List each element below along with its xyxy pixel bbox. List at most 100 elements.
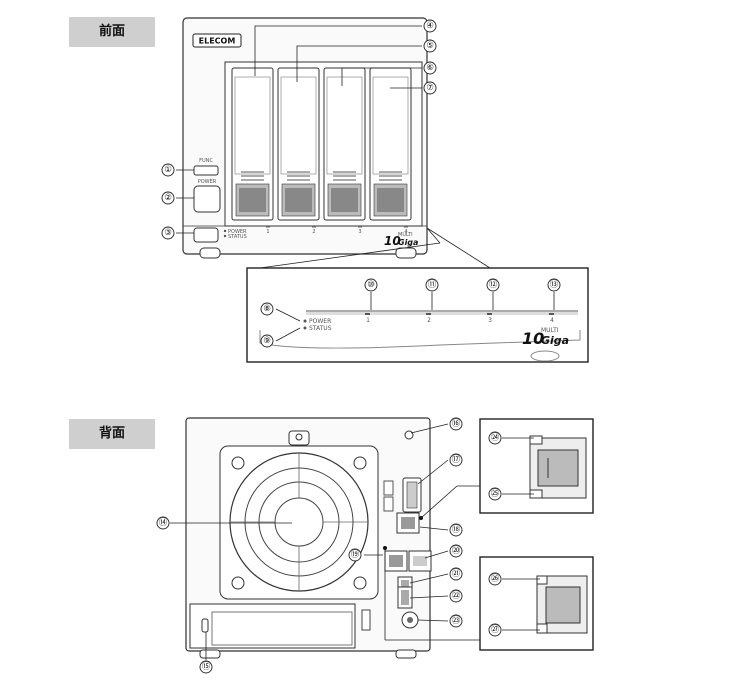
drive-tray-3[interactable] — [323, 67, 366, 221]
svg-text:㉖: ㉖ — [491, 574, 500, 584]
callout-5: ⑤ — [423, 39, 437, 53]
callout-11: ⑪ — [425, 278, 439, 292]
10giga-logo-zoom: 10 Giga MULTI — [522, 327, 569, 348]
callout-15: ⑮ — [199, 660, 213, 674]
svg-text:④: ④ — [426, 21, 434, 31]
svg-text:⑰: ⑰ — [452, 455, 461, 465]
svg-text:⑮: ⑮ — [202, 662, 211, 672]
callout-1: ① — [161, 163, 175, 177]
power-label: POWER — [198, 179, 217, 185]
bay-number-2: 2 — [312, 229, 315, 235]
svg-text:10: 10 — [522, 329, 544, 348]
bay-led-2 — [312, 226, 316, 228]
svg-text:㉑: ㉑ — [452, 569, 461, 579]
zoom-bay-number-4: 4 — [550, 317, 554, 324]
svg-text:⑳: ⑳ — [452, 546, 461, 556]
zoom-bay-number-2: 2 — [427, 317, 431, 324]
callout-3: ③ — [161, 226, 175, 240]
callout-2: ② — [161, 191, 175, 205]
zoom-status-led — [303, 326, 307, 330]
svg-text:Giga: Giga — [541, 334, 569, 347]
callout-27: ㉗ — [488, 623, 502, 637]
lan-port-10g[interactable] — [396, 512, 420, 534]
psu-latch — [361, 609, 371, 631]
svg-text:⑫: ⑫ — [489, 280, 498, 290]
func-button[interactable] — [193, 165, 219, 176]
svg-text:10: 10 — [384, 234, 401, 248]
zoom-leader-a — [426, 227, 441, 244]
callout-23: ㉓ — [449, 614, 463, 628]
zoom-power-led — [303, 319, 307, 323]
svg-text:⑤: ⑤ — [426, 41, 434, 51]
zoom-bay-led-1 — [365, 313, 370, 315]
callout-22: ㉒ — [449, 589, 463, 603]
psu-panel — [189, 603, 356, 649]
callout-13: ⑬ — [547, 278, 561, 292]
callout-4: ④ — [423, 19, 437, 33]
bay-number-4: 4 — [404, 229, 407, 235]
zoom-bay-number-1: 1 — [366, 317, 370, 324]
callout-12: ⑫ — [486, 278, 500, 292]
status-led — [223, 234, 227, 238]
led-power-label: POWER — [228, 229, 247, 235]
bay-number-1: 1 — [266, 229, 269, 235]
svg-text:①: ① — [164, 165, 172, 175]
usb-port-rear-a[interactable] — [408, 550, 432, 572]
callout-10: ⑩ — [364, 278, 378, 292]
svg-text:⑭: ⑭ — [159, 518, 168, 528]
svg-text:㉕: ㉕ — [491, 489, 500, 499]
svg-text:⑥: ⑥ — [426, 63, 434, 73]
callout-18: ⑱ — [449, 523, 463, 537]
zoom-leader-c — [259, 242, 441, 269]
drive-tray-1[interactable] — [231, 67, 274, 221]
zoom-led-status-label: STATUS — [309, 325, 332, 332]
svg-text:⑲: ⑲ — [351, 550, 360, 560]
reset-button[interactable] — [404, 430, 414, 440]
bay-number-3: 3 — [358, 229, 361, 235]
callout-17: ⑰ — [449, 453, 463, 467]
callout-19: ⑲ — [348, 548, 362, 562]
svg-text:㉓: ㉓ — [452, 616, 461, 626]
callout-6: ⑥ — [423, 61, 437, 75]
callout-26: ㉖ — [488, 572, 502, 586]
security-lock-slot[interactable] — [201, 618, 209, 633]
power-button[interactable] — [193, 185, 221, 213]
callout-16: ⑯ — [449, 417, 463, 431]
svg-text:⑪: ⑪ — [428, 280, 437, 290]
drive-tray-2[interactable] — [277, 67, 320, 221]
zoom-panel — [246, 267, 589, 363]
usb-port-rear-c[interactable] — [397, 586, 413, 609]
dc-power-jack[interactable] — [401, 611, 419, 629]
hdmi-port[interactable] — [402, 477, 422, 513]
brand-text: ELECOM — [199, 37, 236, 46]
zoom-bay-led-2 — [426, 313, 431, 315]
callout-14: ⑭ — [156, 516, 170, 530]
callout-20: ⑳ — [449, 544, 463, 558]
led-status-label: STATUS — [228, 234, 247, 240]
section-label-front: 前面 — [69, 17, 155, 47]
10giga-logo-front: 10 Giga MULTI — [384, 232, 418, 248]
zoom-bay-led-3 — [487, 313, 492, 315]
bay-led-1 — [266, 226, 270, 228]
callout-21: ㉑ — [449, 567, 463, 581]
svg-text:㉗: ㉗ — [491, 625, 500, 635]
zoom-bay-led-4 — [549, 313, 554, 315]
bay-led-4 — [404, 226, 408, 228]
power-led — [223, 229, 227, 233]
drive-tray-4[interactable] — [369, 67, 412, 221]
lan-port-1g[interactable] — [384, 550, 408, 572]
svg-text:MULTI: MULTI — [541, 327, 559, 334]
zoom-leader-b — [426, 227, 491, 269]
callout-9: ⑨ — [260, 334, 274, 348]
svg-text:㉒: ㉒ — [452, 591, 461, 601]
callout-24: ㉔ — [488, 431, 502, 445]
svg-text:MULTI: MULTI — [398, 232, 413, 238]
svg-text:⑨: ⑨ — [263, 336, 271, 346]
bay-led-3 — [358, 226, 362, 228]
svg-text:③: ③ — [164, 228, 172, 238]
hanging-loop — [288, 430, 310, 446]
usb-port-front[interactable] — [193, 227, 219, 243]
func-label: FUNC — [199, 158, 213, 164]
svg-text:⑱: ⑱ — [452, 525, 461, 535]
